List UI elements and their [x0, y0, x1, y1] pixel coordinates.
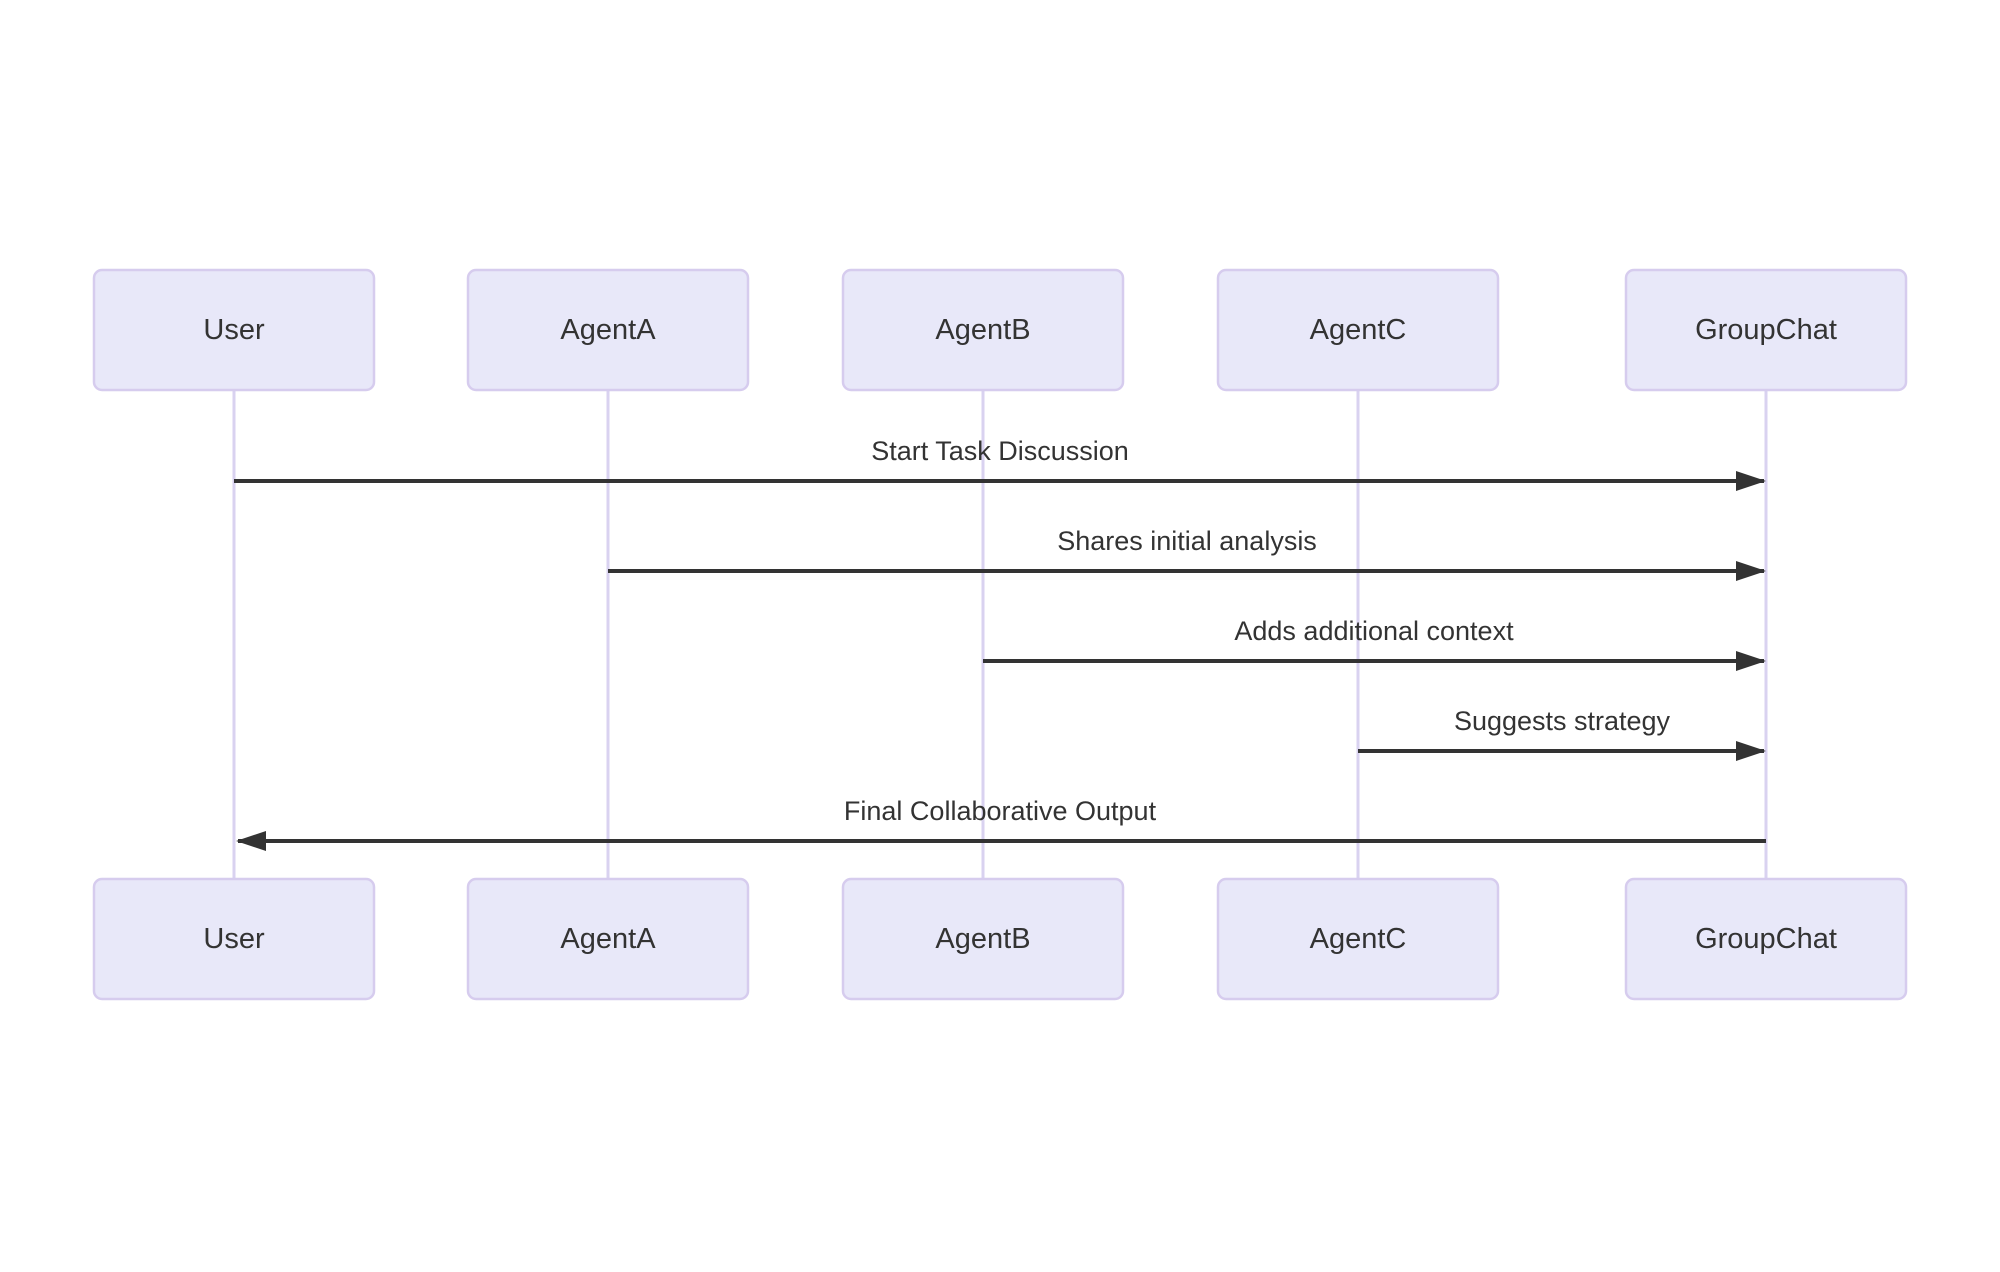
message-4: Suggests strategy [1358, 706, 1766, 761]
actor-top-agent-a: AgentA [466, 268, 750, 392]
actor-label: GroupChat [1695, 314, 1837, 346]
actor-label: User [203, 314, 265, 346]
actor-label: User [203, 923, 265, 955]
message-label: Final Collaborative Output [844, 796, 1157, 826]
actor-label: AgentB [935, 923, 1030, 955]
actor-box [1216, 268, 1500, 392]
actor-bottom-user: User [92, 877, 376, 1001]
actor-top-user: User [92, 268, 376, 392]
messages: Start Task Discussion Shares initial ana… [234, 436, 1766, 851]
actor-row-bottom: User AgentA AgentB AgentC GroupChat [92, 877, 1908, 1001]
actor-box [841, 877, 1125, 1001]
actor-bottom-agent-a: AgentA [466, 877, 750, 1001]
actor-label: AgentC [1310, 314, 1407, 346]
actor-label: AgentB [935, 314, 1030, 346]
message-label: Suggests strategy [1454, 706, 1671, 736]
actor-box [466, 268, 750, 392]
message-5: Final Collaborative Output [236, 796, 1766, 851]
actor-box [92, 268, 376, 392]
message-2: Shares initial analysis [608, 526, 1766, 581]
message-3: Adds additional context [983, 616, 1766, 671]
actor-row-top: User AgentA AgentB AgentC GroupChat [92, 268, 1908, 392]
actor-bottom-groupchat: GroupChat [1624, 877, 1908, 1001]
actor-bottom-agent-c: AgentC [1216, 877, 1500, 1001]
message-label: Adds additional context [1234, 616, 1514, 646]
actor-box [466, 877, 750, 1001]
actor-top-groupchat: GroupChat [1624, 268, 1908, 392]
message-1: Start Task Discussion [234, 436, 1766, 491]
actor-bottom-agent-b: AgentB [841, 877, 1125, 1001]
actor-top-agent-b: AgentB [841, 268, 1125, 392]
actor-top-agent-c: AgentC [1216, 268, 1500, 392]
actor-label: AgentA [560, 314, 656, 346]
message-label: Start Task Discussion [871, 436, 1129, 466]
actor-label: GroupChat [1695, 923, 1837, 955]
message-label: Shares initial analysis [1057, 526, 1317, 556]
actor-box [1624, 268, 1908, 392]
actor-box [1624, 877, 1908, 1001]
actor-label: AgentC [1310, 923, 1407, 955]
actor-box [1216, 877, 1500, 1001]
actor-label: AgentA [560, 923, 656, 955]
lifelines [232, 390, 1768, 879]
actor-box [92, 877, 376, 1001]
actor-box [841, 268, 1125, 392]
